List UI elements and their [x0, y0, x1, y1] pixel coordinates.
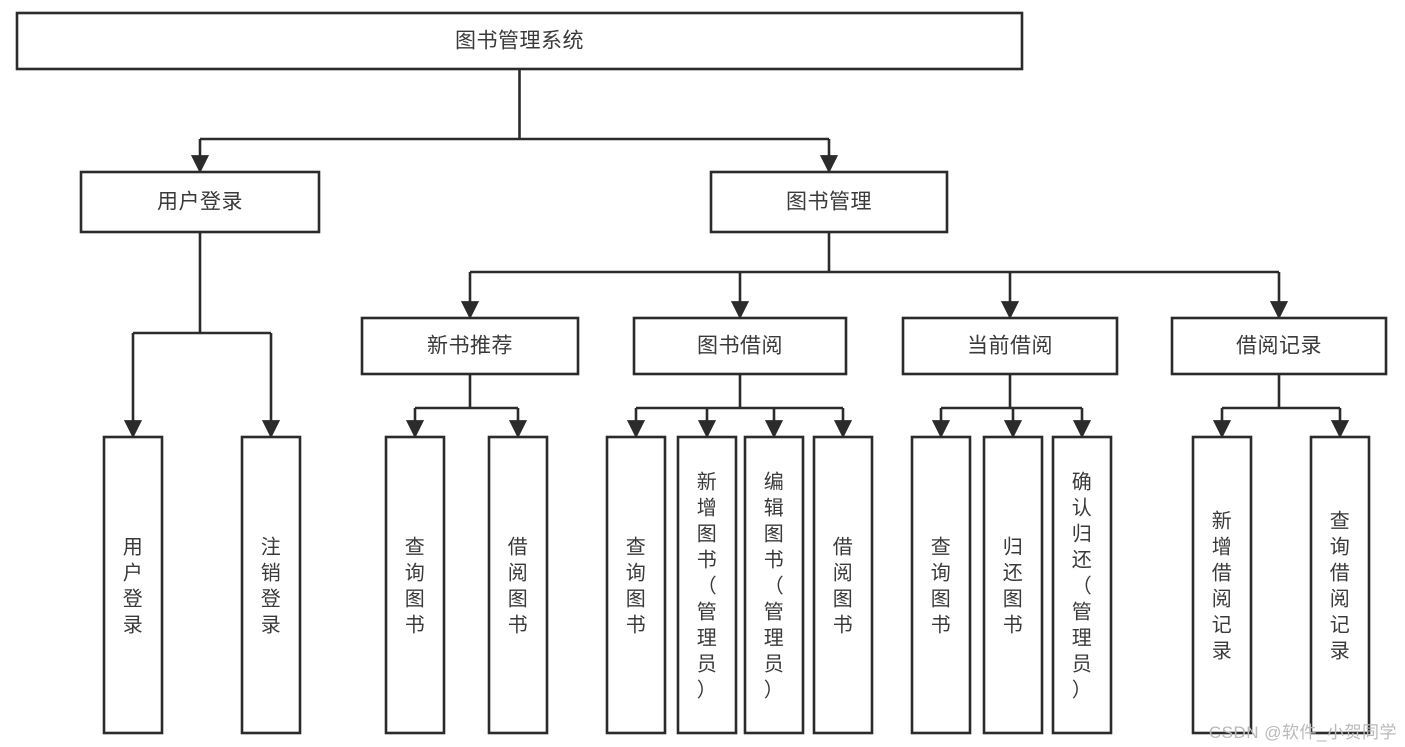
- node-box-new-book-recommend[interactable]: [360, 316, 580, 376]
- node-leaf-query-book-borrow[interactable]: 查询图书: [605, 435, 667, 735]
- node-leaf-return-book[interactable]: 归还图书: [982, 435, 1044, 735]
- node-box-leaf-query-book-borrow[interactable]: [605, 435, 667, 735]
- node-box-leaf-confirm-return-admin[interactable]: [1051, 435, 1113, 735]
- node-box-leaf-query-borrow-record[interactable]: [1309, 435, 1371, 735]
- node-user-login[interactable]: 用户登录: [79, 170, 321, 234]
- node-label-leaf-query-book-current: 查询图书: [931, 535, 952, 636]
- node-label-leaf-query-borrow-record: 查询借阅记录: [1330, 509, 1351, 662]
- node-leaf-edit-book-admin[interactable]: 编辑图书（管理员）: [743, 435, 805, 735]
- node-leaf-query-book-recommend[interactable]: 查询图书: [384, 435, 446, 735]
- node-box-leaf-return-book[interactable]: [982, 435, 1044, 735]
- node-label-leaf-query-book-borrow: 查询图书: [626, 535, 647, 636]
- node-box-book-manage[interactable]: [709, 170, 949, 234]
- node-label-root: 图书管理系统: [455, 30, 584, 53]
- node-box-root[interactable]: [15, 11, 1024, 71]
- node-box-leaf-query-book-recommend[interactable]: [384, 435, 446, 735]
- node-box-leaf-query-book-current[interactable]: [910, 435, 972, 735]
- node-label-leaf-query-book-recommend: 查询图书: [405, 535, 426, 636]
- node-label-book-manage: 图书管理: [786, 191, 872, 214]
- node-book-manage[interactable]: 图书管理: [709, 170, 949, 234]
- node-label-leaf-borrow-book-recommend: 借阅图书: [508, 535, 529, 636]
- node-label-borrow-record: 借阅记录: [1236, 335, 1322, 358]
- node-leaf-add-borrow-record[interactable]: 新增借阅记录: [1191, 435, 1253, 735]
- node-leaf-logout-login[interactable]: 注销登录: [240, 435, 302, 735]
- node-leaf-add-book-admin[interactable]: 新增图书（管理员）: [676, 435, 738, 735]
- node-root[interactable]: 图书管理系统: [15, 11, 1024, 71]
- node-label-new-book-recommend: 新书推荐: [427, 335, 513, 358]
- node-label-current-borrow: 当前借阅: [967, 335, 1053, 358]
- node-box-borrow-record[interactable]: [1170, 316, 1388, 376]
- node-leaf-borrow-book[interactable]: 借阅图书: [812, 435, 874, 735]
- node-label-leaf-add-borrow-record: 新增借阅记录: [1212, 509, 1233, 662]
- node-leaf-confirm-return-admin[interactable]: 确认归还（管理员）: [1051, 435, 1113, 735]
- node-label-leaf-confirm-return-admin: 确认归还（管理员）: [1072, 470, 1093, 701]
- node-box-leaf-borrow-book[interactable]: [812, 435, 874, 735]
- node-label-leaf-add-book-admin: 新增图书（管理员）: [697, 470, 718, 701]
- node-label-leaf-borrow-book: 借阅图书: [833, 535, 854, 636]
- node-borrow-record[interactable]: 借阅记录: [1170, 316, 1388, 376]
- node-label-book-borrow: 图书借阅: [697, 335, 783, 358]
- node-box-current-borrow[interactable]: [901, 316, 1119, 376]
- node-box-leaf-add-book-admin[interactable]: [676, 435, 738, 735]
- node-book-borrow[interactable]: 图书借阅: [632, 316, 848, 376]
- node-label-leaf-user-login: 用户登录: [123, 536, 144, 636]
- connector-edges: [123, 69, 1350, 439]
- node-label-leaf-logout-login: 注销登录: [261, 535, 282, 636]
- node-label-leaf-edit-book-admin: 编辑图书（管理员）: [764, 470, 785, 701]
- node-label-leaf-return-book: 归还图书: [1003, 535, 1024, 636]
- watermark-label: CSDN @软件_小贺同学: [1208, 723, 1397, 742]
- node-new-book-recommend[interactable]: 新书推荐: [360, 316, 580, 376]
- node-box-user-login[interactable]: [79, 170, 321, 234]
- node-leaf-borrow-book-recommend[interactable]: 借阅图书: [487, 435, 549, 735]
- node-boxes: 图书管理系统用户登录图书管理新书推荐图书借阅当前借阅借阅记录用户登录注销登录查询…: [15, 11, 1388, 735]
- node-box-leaf-borrow-book-recommend[interactable]: [487, 435, 549, 735]
- node-leaf-user-login[interactable]: 用户登录: [102, 435, 164, 735]
- node-leaf-query-borrow-record[interactable]: 查询借阅记录: [1309, 435, 1371, 735]
- node-leaf-query-book-current[interactable]: 查询图书: [910, 435, 972, 735]
- node-current-borrow[interactable]: 当前借阅: [901, 316, 1119, 376]
- node-box-leaf-user-login[interactable]: [102, 435, 164, 735]
- node-box-leaf-logout-login[interactable]: [240, 435, 302, 735]
- node-box-book-borrow[interactable]: [632, 316, 848, 376]
- node-label-user-login: 用户登录: [157, 191, 243, 214]
- node-box-leaf-add-borrow-record[interactable]: [1191, 435, 1253, 735]
- node-box-leaf-edit-book-admin[interactable]: [743, 435, 805, 735]
